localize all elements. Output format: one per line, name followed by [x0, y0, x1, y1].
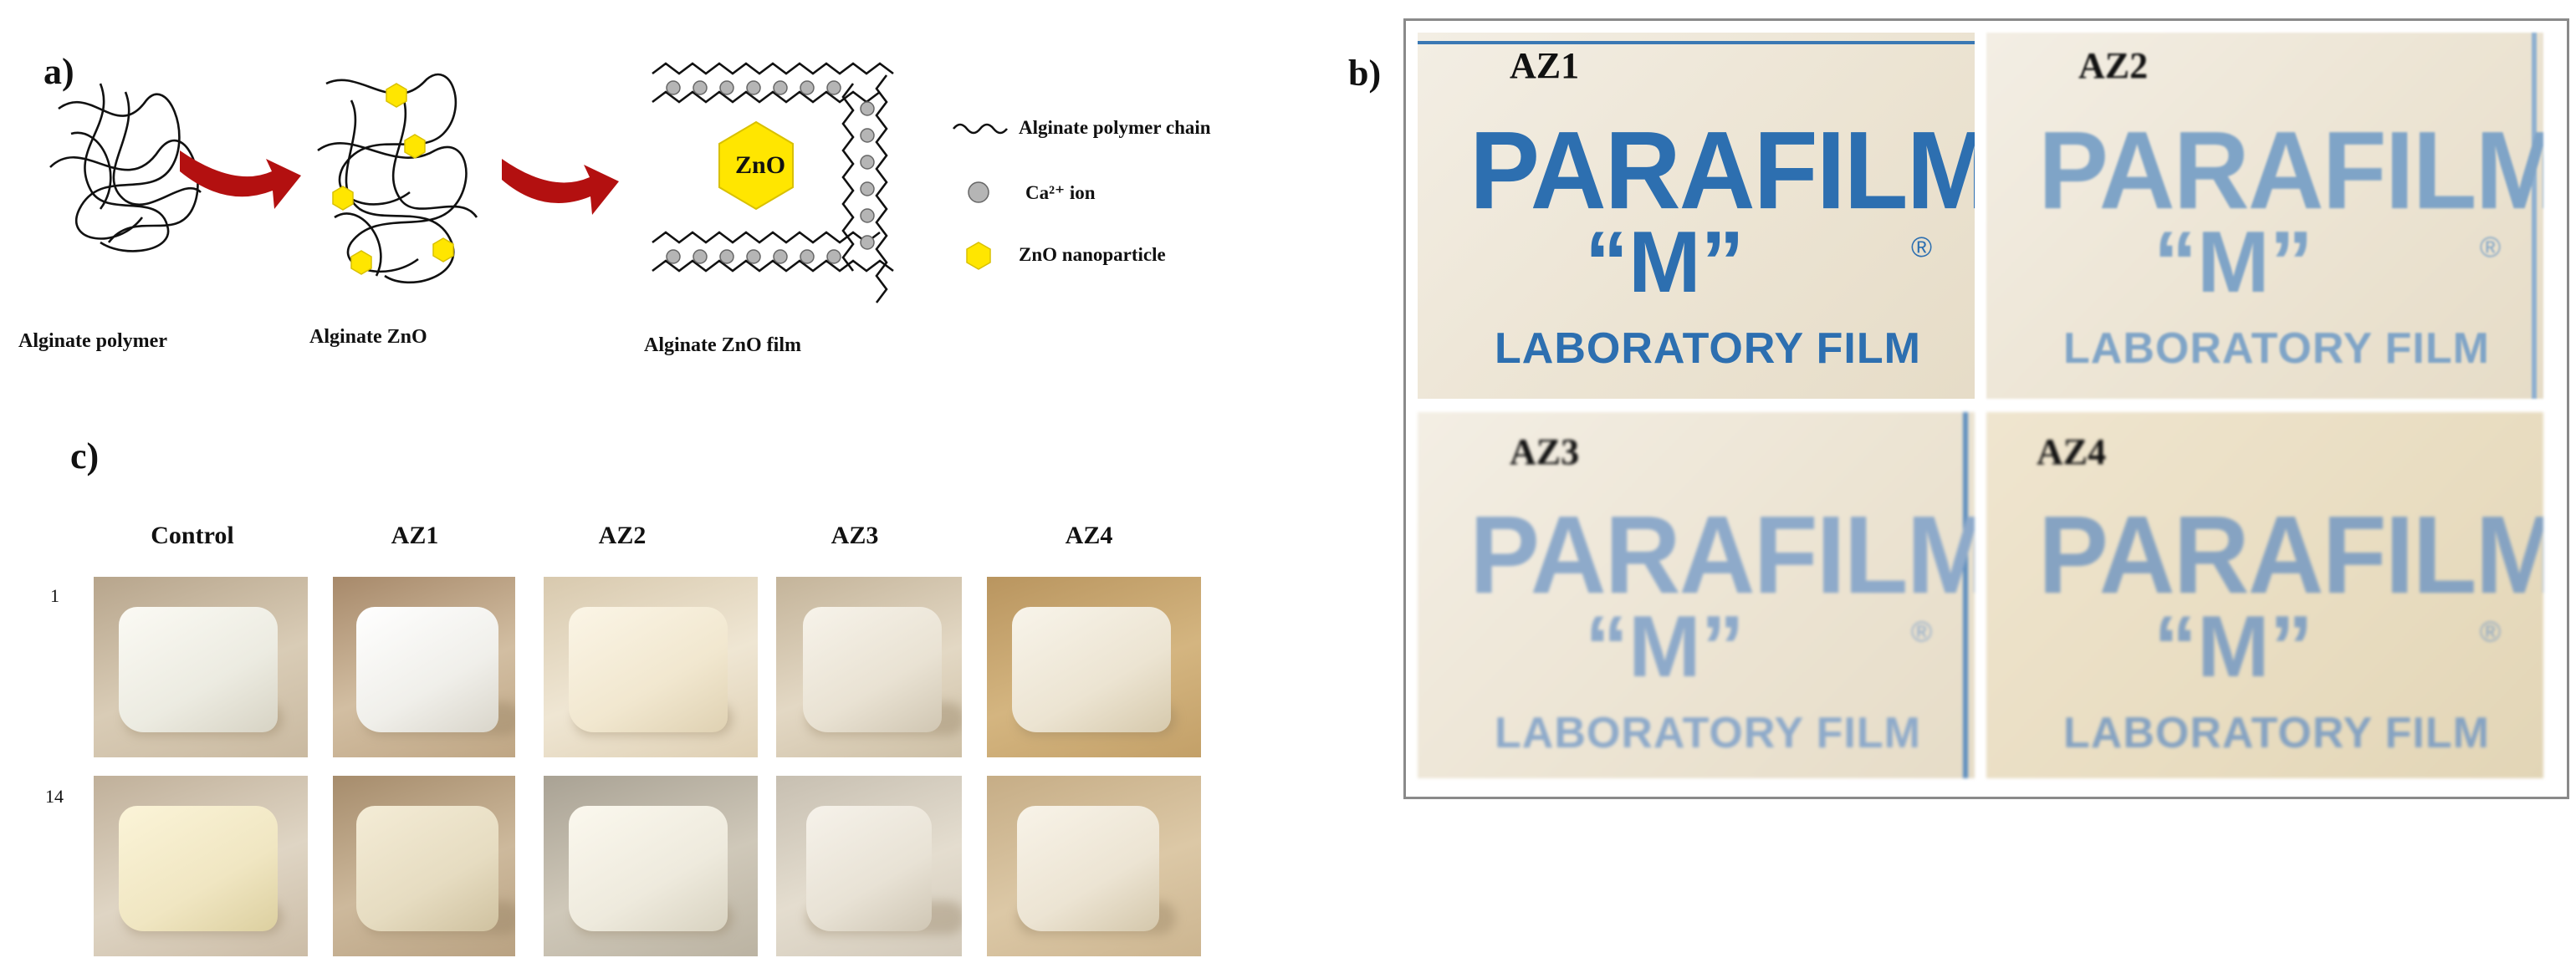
alginate-zno-film-icon	[652, 64, 893, 303]
column-header-az1: AZ1	[308, 522, 522, 550]
film-az1: AZ1 PARAFILM “M” ® LABORATORY FILM	[1418, 33, 1975, 399]
laboratory-film-text: LABORATORY FILM	[1495, 324, 1921, 374]
zno-hexagon-label: ZnO	[735, 151, 785, 180]
column-header-az4: AZ4	[982, 522, 1196, 550]
laboratory-film-text: LABORATORY FILM	[1495, 708, 1921, 758]
legend-zno-nanoparticle: ZnO nanoparticle	[1019, 244, 1166, 266]
alginate-scheme	[0, 0, 1338, 376]
laboratory-film-text: LABORATORY FILM	[2063, 324, 2490, 374]
alginate-zno-icon	[318, 74, 477, 283]
film-sample-label: AZ1	[1510, 44, 1579, 87]
cheese-photo-az2-day1	[544, 577, 758, 757]
column-header-control: Control	[85, 522, 299, 550]
cheese-photo-control-day1	[94, 577, 308, 757]
parafilm-m-text: “M”	[1585, 213, 1745, 313]
registered-mark: ®	[2480, 616, 2501, 649]
film-az4: AZ4 PARAFILM “M” ® LABORATORY FILM	[1986, 412, 2543, 778]
cheese-photo-az2-day14	[544, 776, 758, 956]
column-header-az3: AZ3	[748, 522, 962, 550]
alginate-polymer-icon	[50, 84, 201, 251]
caption-alginate-polymer: Alginate polymer	[18, 330, 167, 353]
red-arrow-icon	[180, 150, 301, 209]
yellow-hexagon-icon	[967, 242, 990, 269]
film-sample-label: AZ2	[2078, 44, 2148, 87]
cheese-photo-az4-day1	[987, 577, 1201, 757]
cheese-photo-az4-day14	[987, 776, 1201, 956]
caption-alginate-zno-film: Alginate ZnO film	[644, 334, 801, 357]
film-az2: AZ2 PARAFILM “M” ® LABORATORY FILM	[1986, 33, 2543, 399]
row-header-day-14: 14	[45, 786, 64, 808]
cheese-photo-az1-day1	[333, 577, 515, 757]
caption-alginate-zno: Alginate ZnO	[309, 326, 427, 349]
red-arrow-icon	[502, 159, 619, 215]
laboratory-film-text: LABORATORY FILM	[2063, 708, 2490, 758]
film-sample-label: AZ3	[1510, 431, 1579, 473]
cheese-photo-control-day14	[94, 776, 308, 956]
cheese-photo-az3-day14	[776, 776, 962, 956]
column-header-az2: AZ2	[515, 522, 729, 550]
registered-mark: ®	[1911, 616, 1932, 649]
parafilm-m-text: “M”	[2154, 598, 2313, 697]
film-az3: AZ3 PARAFILM “M” ® LABORATORY FILM	[1418, 412, 1975, 778]
cheese-photo-az3-day1	[776, 577, 962, 757]
row-header-day-1: 1	[50, 585, 59, 607]
registered-mark: ®	[2480, 232, 2501, 264]
parafilm-m-text: “M”	[1585, 598, 1745, 697]
gray-circle-icon	[969, 182, 989, 202]
panel-c-label: c)	[70, 435, 99, 477]
panel-b-label: b)	[1348, 52, 1381, 94]
legend-ca-ion: Ca²⁺ ion	[1025, 181, 1096, 204]
registered-mark: ®	[1911, 232, 1932, 264]
wavy-line-icon	[953, 125, 1007, 133]
parafilm-transparency-panel: AZ1 PARAFILM “M” ® LABORATORY FILM AZ2 P…	[1403, 18, 2569, 799]
legend-alginate-chain: Alginate polymer chain	[1019, 117, 1211, 139]
parafilm-m-text: “M”	[2154, 213, 2313, 313]
cheese-photo-az1-day14	[333, 776, 515, 956]
film-sample-label: AZ4	[2037, 431, 2106, 473]
